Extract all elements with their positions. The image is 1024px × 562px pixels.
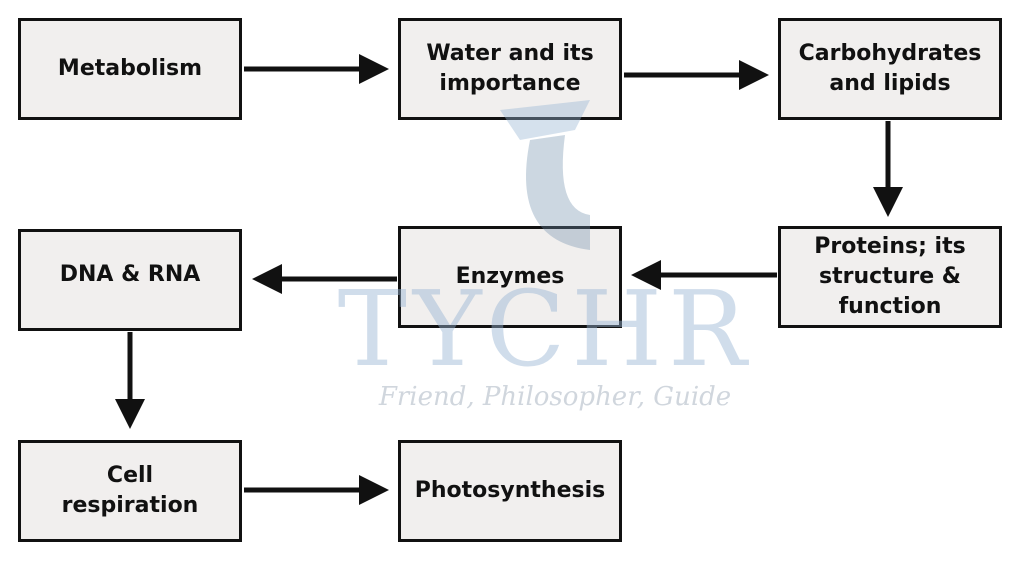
node-dna-rna: DNA & RNA xyxy=(18,229,242,331)
node-label: Metabolism xyxy=(57,56,203,81)
node-label: Enzymes xyxy=(455,264,565,289)
node-photosynthesis: Photosynthesis xyxy=(398,440,622,542)
node-metabolism: Metabolism xyxy=(18,18,242,120)
node-label: Photosynthesis xyxy=(414,478,606,503)
node-enzymes: Enzymes xyxy=(398,226,622,328)
node-label: DNA & RNA xyxy=(59,262,201,287)
